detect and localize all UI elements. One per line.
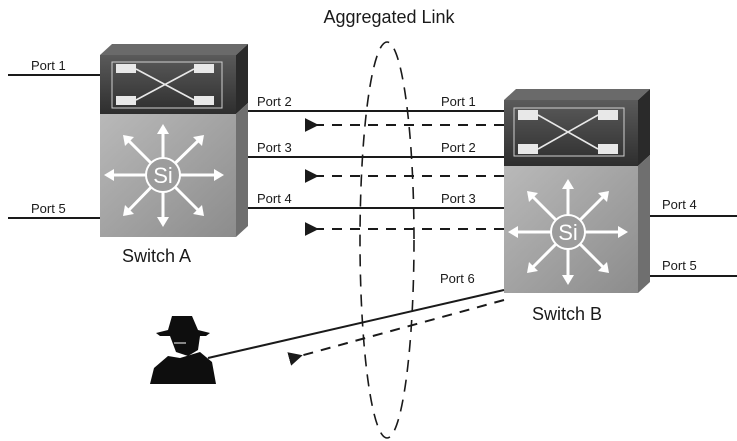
switch-a-port2-label: Port 2 [257,94,292,109]
switch-a-name: Switch A [122,246,191,266]
diagram-title: Aggregated Link [323,7,455,27]
switch-b-port4-label: Port 4 [662,197,697,212]
aggregated-link-ellipse [359,41,415,439]
switch-a-port5-label: Port 5 [31,201,66,216]
switch-a-port1-label: Port 1 [31,58,66,73]
switch-b-port6-label: Port 6 [440,271,475,286]
switch-a-logo: Si [153,163,173,188]
switch-a-port4-label: Port 4 [257,191,292,206]
dashed-arrow-attacker [287,299,505,366]
switch-b-port1-label: Port 1 [441,94,476,109]
switch-a-port3-label: Port 3 [257,140,292,155]
switch-a-icon: Si [100,44,248,237]
switch-b-port2-label: Port 2 [441,140,476,155]
switch-b-port3-label: Port 3 [441,191,476,206]
attacker-icon [150,316,216,384]
switch-b-logo: Si [558,220,578,245]
switch-b-name: Switch B [532,304,602,324]
switch-b-port5-label: Port 5 [662,258,697,273]
switch-b-port6-link [207,289,505,359]
switch-b-icon: Si [504,89,650,293]
